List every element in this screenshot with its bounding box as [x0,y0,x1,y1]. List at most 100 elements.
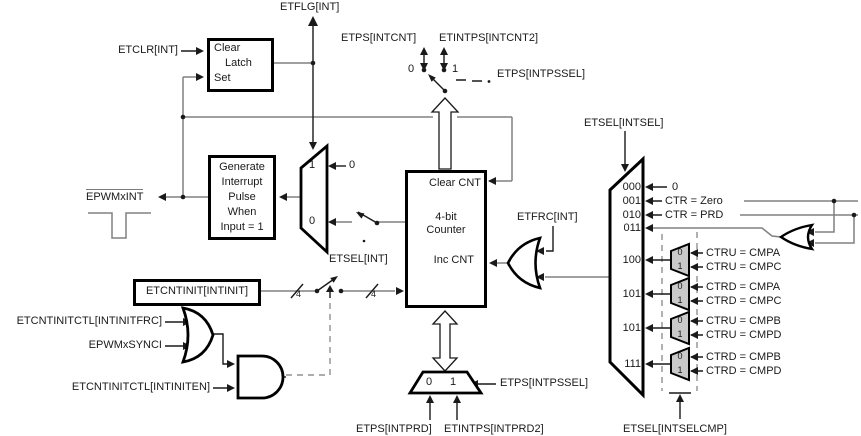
etcntinitctl-intinitfrc-label: ETCNTINITCTL[INTINITFRC] [16,315,162,327]
cmp-mux-3 [670,310,690,346]
arrow-top-blade [428,74,436,82]
cmpmux3-in1-label: CTRU = CMPD [706,329,782,341]
etps-intpssel-top-label: ETPS[INTPSSEL] [497,68,586,80]
input-ctr-zero: CTR = Zero [665,195,723,207]
cmpmux4-1: 1 [677,365,683,375]
arrow-port1-in [328,162,336,170]
arrow-clear-in [196,47,204,55]
wire-set-feedback [182,76,201,197]
junction-dots [180,60,857,294]
init-or-gate [180,306,215,364]
counter-4bit: 4-bit [435,211,457,223]
arrow-orr-in1 [806,228,814,236]
wire-prd-to-or [815,215,855,244]
selcode-000: 000 [622,181,641,193]
arrow-etselint-blade [356,212,365,219]
arrow-m1p1 [690,263,698,271]
arrow-m4p0 [690,353,698,361]
cmpmux1-in1-label: CTRU = CMPC [706,261,782,273]
latch-set-label: Set [214,72,231,84]
cmp-select-muxes [670,242,690,382]
cmpmux2-1: 1 [677,295,683,305]
cmpmux1-1: 1 [677,261,683,271]
block-arrow-counter-down [431,310,459,372]
selcode-101b: 101 [622,322,641,334]
latch-latch-label: Latch [225,57,252,69]
arrow-m1p0 [690,249,698,257]
top-switch-0: 0 [408,63,415,75]
wire-or-to-011 [653,227,782,238]
arrow-selcmp-up [676,394,684,402]
int-latch-box: Clear Latch Set [207,38,274,92]
cmpmux2-in0-label: CTRD = CMPA [706,281,781,293]
lead-bigmux-ports [653,186,667,216]
arrow-m4p1 [690,367,698,375]
cmpmux4-in0-label: CTRD = CMPB [706,351,781,363]
arrow-counter-init-in [396,287,404,295]
etps-intprd-label: ETPS[INTPRD] [356,423,432,435]
arrow-m3p1 [690,331,698,339]
cmpmux3-0: 0 [677,315,683,325]
etsel-intsel-label: ETSEL[INTSEL] [584,117,664,129]
cmp-mux-4 [670,346,690,382]
arrow-orf-in1 [536,247,544,255]
blade-init-switch [316,278,335,292]
arrow-c100 [645,256,653,264]
counter-counter: Counter [426,224,466,236]
bottom-mux-0: 0 [426,376,433,388]
generate-l3: Pulse [228,191,256,203]
arrow-inccnt-in [489,259,497,267]
etcntinit-box: ETCNTINIT[INTINIT] [133,279,261,306]
wire-clear-cnt-feedback [183,116,513,182]
etps-intcnt-label: ETPS[INTCNT] [341,32,417,44]
selcode-101a: 101 [622,288,641,300]
lead-cmpmux-outs [653,259,671,365]
arrow-and-in1 [227,360,235,368]
generate-l4: When [227,206,257,218]
etps-intpssel-bottom-label: ETPS[INTPSSEL] [500,377,589,389]
arrow-set-in [196,73,204,81]
etsel-int-label: ETSEL[INT] [329,253,388,265]
generate-pulse-box: Generate Interrupt Pulse When Input = 1 [208,155,276,240]
counter-box: Clear CNT 4-bit Counter Inc CNT [405,170,487,308]
etflg-label: ETFLG[INT] [280,1,340,13]
arrow-intcnt2-up [440,47,448,55]
cmpmux1-in0-label: CTRU = CMPA [706,247,781,259]
lead-etfrc [546,226,554,252]
etcntinit-label: ETCNTINIT[INTINIT] [145,285,249,297]
zero-prd-or-gate [778,223,815,251]
arrow-epwmxint [158,193,166,201]
selcode-011: 011 [623,222,641,234]
arrow-init-blade [330,276,338,283]
input-ctr-prd: CTR = PRD [665,209,724,221]
lead-intprd-ins [429,403,458,420]
etfrc-or-gate [506,236,543,290]
arrow-c101a [645,290,653,298]
int-mux-port1: 1 [309,159,316,171]
int-mux-const0: 0 [349,159,356,171]
arrow-c111 [645,360,653,368]
selcode-010: 010 [622,209,641,221]
pulse-waveform [88,212,151,239]
epwmxint-label: EPWMxINT [86,189,144,203]
arrow-c000 [645,183,653,191]
block-arrow-counter-up [430,97,460,170]
cmpmux3-1: 1 [677,329,683,339]
init-and-gate [236,354,285,400]
epwmxsynci-label: EPWMxSYNCI [88,339,162,351]
arrow-intcnt2-dn [440,63,448,71]
arrow-c010 [645,211,653,219]
bottom-mux-1: 1 [450,376,457,388]
arrow-and-in2 [227,384,235,392]
bus-width-4-left: 4 [296,289,302,299]
prescale-period-mux [407,370,484,395]
etsel-intselcmp-label: ETSEL[INTSELCMP] [623,423,727,435]
generate-l5: Input = 1 [220,221,264,233]
cmpmux2-0: 0 [677,281,683,291]
arrow-m2p0 [690,283,698,291]
dashes-intpssel [456,79,482,82]
cmpmux1-0: 0 [677,247,683,257]
latch-clear-label: Clear [214,42,241,54]
arrow-generate-in [279,193,287,201]
